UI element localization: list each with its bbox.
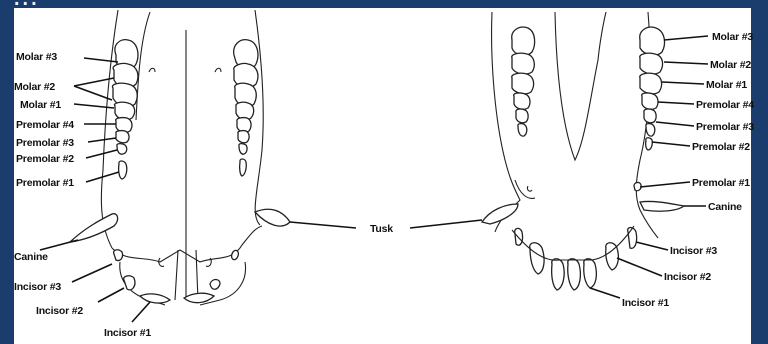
label-right-premolar2: Premolar #2 xyxy=(692,141,750,153)
label-left-premolar2: Premolar #2 xyxy=(16,153,74,165)
label-tusk: Tusk xyxy=(370,223,393,235)
upper-jaw-drawing xyxy=(70,10,290,305)
label-right-canine: Canine xyxy=(708,201,742,213)
label-right-incisor3: Incisor #3 xyxy=(670,245,717,257)
label-left-incisor3: Incisor #3 xyxy=(14,281,61,293)
label-right-molar1: Molar #1 xyxy=(706,79,747,91)
tusk-shape-lower xyxy=(482,204,518,224)
mandible-right-tooth-row xyxy=(640,27,665,150)
label-right-premolar4: Premolar #4 xyxy=(696,99,754,111)
label-left-premolar3: Premolar #3 xyxy=(16,137,74,149)
label-right-molar2: Molar #2 xyxy=(710,59,751,71)
label-right-incisor2: Incisor #2 xyxy=(664,271,711,283)
label-left-molar2: Molar #2 xyxy=(14,81,55,93)
left-canine-shape xyxy=(70,214,118,242)
label-right-molar3: Molar #3 xyxy=(712,31,753,43)
label-left-premolar4: Premolar #4 xyxy=(16,119,74,131)
label-right-incisor1: Incisor #1 xyxy=(622,297,669,309)
left-tooth-row xyxy=(112,40,137,179)
label-left-incisor1: Incisor #1 xyxy=(104,327,151,339)
label-left-molar1: Molar #1 xyxy=(20,99,61,111)
right-tooth-row xyxy=(234,40,258,176)
label-left-canine: Canine xyxy=(14,251,48,263)
label-right-premolar1: Premolar #1 xyxy=(692,177,750,189)
lower-jaw-drawing xyxy=(482,12,684,290)
label-left-molar3: Molar #3 xyxy=(16,51,57,63)
mandible-left-tooth-row xyxy=(512,27,535,136)
canine-shape-lower xyxy=(640,201,684,211)
left-leader-lines xyxy=(40,58,482,322)
label-left-premolar1: Premolar #1 xyxy=(16,177,74,189)
tusk-shape-upper xyxy=(255,209,290,226)
label-right-premolar3: Premolar #3 xyxy=(696,121,754,133)
label-left-incisor2: Incisor #2 xyxy=(36,305,83,317)
